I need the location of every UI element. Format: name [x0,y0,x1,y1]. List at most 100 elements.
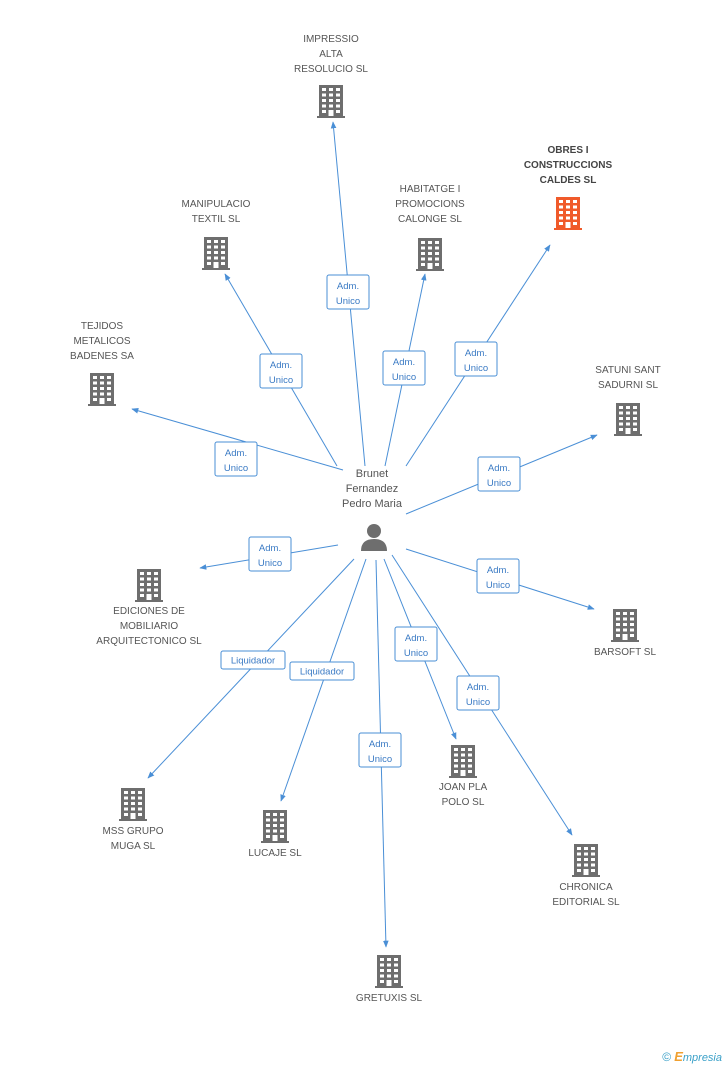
building-icon[interactable] [416,238,444,271]
role-badge[interactable]: Adm. Unico [382,350,426,386]
person-icon[interactable] [361,524,387,551]
building-icon[interactable] [572,844,600,877]
role-label: Unico [392,372,416,383]
company-label-line: CALDES SL [540,175,597,186]
role-label: Unico [487,478,511,489]
relation-chronica[interactable]: Adm. Unico [391,554,573,836]
role-label: Adm. [337,281,359,292]
role-badge[interactable]: Adm.Unico [248,536,292,572]
role-label: Unico [336,296,360,307]
building-icon[interactable] [449,745,477,778]
building-icon[interactable] [135,569,163,602]
company-label-line: CALONGE SL [398,214,462,225]
company-label-line: EDITORIAL SL [552,897,620,908]
company-node-habitatge[interactable]: HABITATGE I PROMOCIONS CALONGE SL [395,184,465,271]
company-label-line: JOAN PLA [439,782,488,793]
company-node-ediciones[interactable]: EDICIONES DE MOBILIARIO ARQUITECTONICO SL [96,569,202,647]
company-node-satuni[interactable]: SATUNI SANT SADURNI SL [595,365,661,436]
edges-layer: Adm.UnicoAdm.UnicoAdm.UnicoAdm.UnicoAdm.… [131,121,598,948]
company-node-gretuxis[interactable]: GRETUXIS SL [356,955,423,1004]
role-badge[interactable]: Adm.Unico [394,626,438,662]
relation-ediciones[interactable]: Adm.Unico [199,536,339,572]
company-label-line: OBRES I [547,145,588,156]
company-label-line: MOBILIARIO [120,621,179,632]
company-label-line: CHRONICA [559,882,613,893]
role-badge[interactable]: Liquidador [220,650,286,670]
building-icon[interactable] [554,197,582,230]
brand-logo-text: mpresia [682,1052,722,1064]
brand-footer: © Empresia [662,1049,722,1064]
company-label-line: TEJIDOS [81,321,124,332]
role-badge[interactable]: Adm. Unico [477,456,521,492]
company-label-line: ALTA [319,49,343,60]
company-label-line: MUGA SL [111,841,156,852]
relation-barsoft[interactable]: Adm.Unico [405,548,595,610]
role-label: Unico [404,648,428,659]
company-label-line: HABITATGE I [400,184,461,195]
company-node-barsoft[interactable]: BARSOFT SL [594,609,656,658]
role-badge[interactable]: Adm. Unico [214,441,258,477]
copyright-icon: © [662,1050,672,1064]
company-label-line: BARSOFT SL [594,647,656,658]
role-badge[interactable]: Adm.Unico [259,353,303,389]
role-badge[interactable]: Adm. Unico [326,274,370,310]
relation-impressio[interactable]: Adm. Unico [326,121,370,467]
role-label: Liquidador [231,656,275,667]
company-label-line: EDICIONES DE [113,606,185,617]
role-badge[interactable]: Adm.Unico [358,732,402,768]
person-name-line: Pedro Maria [342,498,403,510]
role-badge[interactable]: Adm. Unico [456,675,500,711]
relation-satuni[interactable]: Adm. Unico [405,434,598,515]
relation-habitatge[interactable]: Adm. Unico [382,273,427,467]
relation-joanpla[interactable]: Adm.Unico [383,558,457,740]
relation-mss[interactable]: Liquidador [147,558,355,779]
company-label-line: TEXTIL SL [192,214,241,225]
relation-gretuxis[interactable]: Adm.Unico [358,559,402,948]
company-label-line: IMPRESSIO [303,34,359,45]
building-icon[interactable] [261,810,289,843]
relation-obres[interactable]: Adm. Unico [405,244,551,467]
company-label-line: GRETUXIS SL [356,993,423,1004]
building-icon[interactable] [202,237,230,270]
role-label: Unico [466,697,490,708]
role-label: Adm. [467,682,489,693]
building-icon[interactable] [119,788,147,821]
person-name-line: Brunet [356,468,388,480]
role-badge[interactable]: Adm.Unico [476,558,520,594]
company-node-chronica[interactable]: CHRONICA EDITORIAL SL [552,844,620,908]
role-label: Adm. [393,357,415,368]
role-label: Unico [269,375,293,386]
role-label: Adm. [465,348,487,359]
building-icon[interactable] [88,373,116,406]
relation-tejidos[interactable]: Adm. Unico [131,408,344,477]
building-icon[interactable] [375,955,403,988]
role-badge[interactable]: Liquidador [289,661,355,681]
company-label-line: ARQUITECTONICO SL [96,636,202,647]
relation-manipulacio[interactable]: Adm. Unico [224,273,338,467]
company-label-line: PROMOCIONS [395,199,465,210]
company-label-line: METALICOS [73,336,130,347]
role-label: Unico [224,463,248,474]
company-label-line: LUCAJE SL [248,848,302,859]
company-node-lucaje[interactable]: LUCAJE SL [248,810,302,859]
company-label-line: SATUNI SANT [595,365,660,376]
role-label: Adm. [488,463,510,474]
building-icon[interactable] [317,85,345,118]
relation-arrow [131,408,344,471]
role-label: Unico [368,754,392,765]
role-badge[interactable]: Adm. Unico [454,341,498,377]
building-icon[interactable] [611,609,639,642]
building-icon[interactable] [614,403,642,436]
role-label: Adm. [225,448,247,459]
role-label: Unico [464,363,488,374]
relation-lucaje[interactable]: Liquidador [280,558,367,802]
company-label-line: SADURNI SL [598,380,658,391]
